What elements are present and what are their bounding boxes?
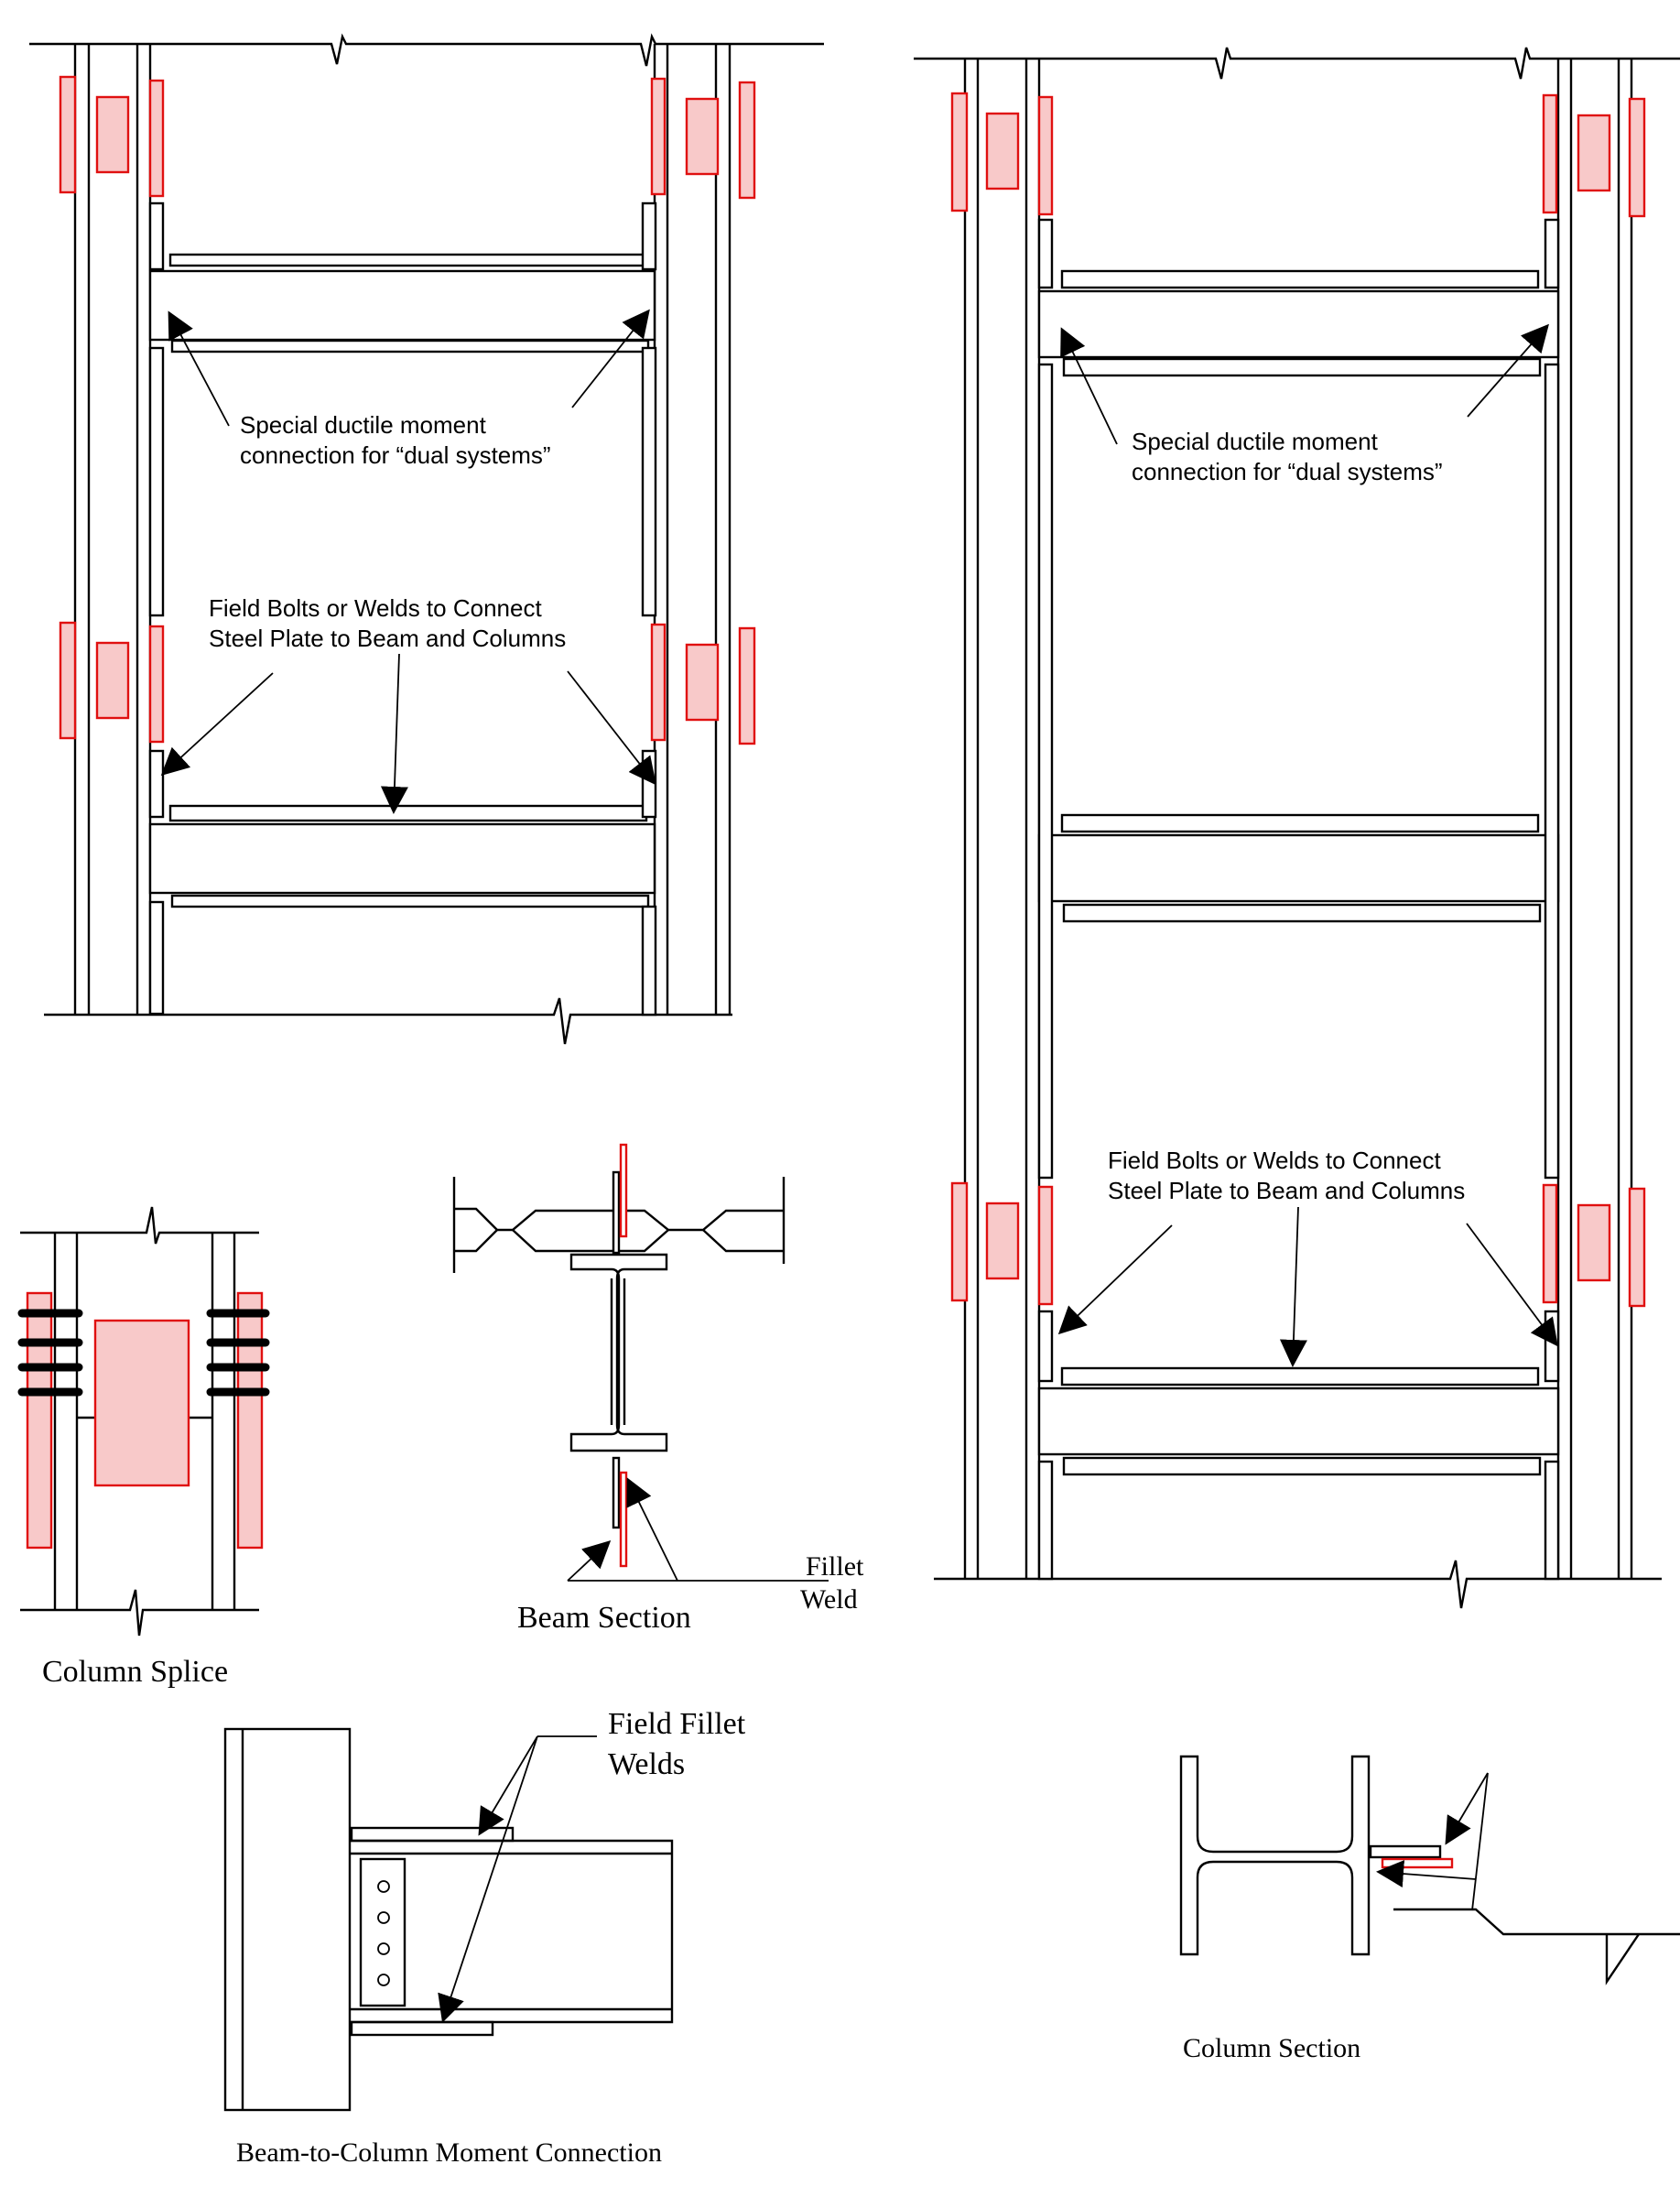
left-frame-fish-plates — [148, 201, 657, 1017]
column-splice-web-plate — [93, 1319, 190, 1487]
left-frame-left-column — [73, 44, 152, 1015]
column-splice-bottom-break — [20, 1589, 259, 1637]
right-frame-field-arrow-right — [1466, 1223, 1558, 1347]
right-frame-moment-label-line2: connection for “dual systems” — [1132, 458, 1443, 485]
column-section-weld-arrow-top — [1445, 1772, 1489, 1845]
field-fillet-welds-label-line2: Welds — [608, 1747, 685, 1781]
connection-top-flange-plate — [350, 1826, 515, 1843]
left-frame-elevation: Special ductile moment connection for “d… — [29, 33, 824, 1045]
column-section-weld-arrow-bottom — [1376, 1860, 1477, 1887]
left-frame-bottom-break-line — [44, 997, 732, 1045]
left-frame-splice-plates — [59, 75, 756, 745]
column-splice-right-flange-plate — [236, 1291, 264, 1550]
fillet-weld-label-line2: Weld — [800, 1584, 858, 1615]
column-section-red-plate — [1381, 1857, 1454, 1869]
beam-section-upper-red-plate — [619, 1143, 628, 1238]
beam-to-column-caption: Beam-to-Column Moment Connection — [236, 2137, 662, 2168]
right-frame-right-column — [1556, 59, 1633, 1579]
left-frame-field-label-line1: Field Bolts or Welds to Connect — [209, 594, 542, 622]
connection-bottom-flange-plate — [350, 2020, 494, 2037]
beam-section-caption: Beam Section — [517, 1601, 691, 1635]
field-fillet-welds-label-line1: Field Fillet — [608, 1707, 746, 1741]
column-section-plate — [1369, 1844, 1442, 1859]
right-frame-bottom-break-line — [934, 1560, 1662, 1609]
left-frame-top-break-line — [29, 33, 824, 67]
left-frame-moment-label-line2: connection for “dual systems” — [240, 441, 551, 469]
right-frame-upper-beam — [1037, 269, 1560, 377]
left-frame-field-arrow-left — [160, 672, 274, 777]
right-frame-field-arrow-left — [1057, 1224, 1173, 1335]
column-splice-top-break — [20, 1206, 259, 1245]
column-section-caption: Column Section — [1183, 2033, 1360, 2063]
right-frame-elevation: Special ductile moment connection for “d… — [914, 47, 1680, 1609]
beam-section-detail: Fillet Weld Beam Section — [452, 1143, 864, 1635]
right-frame-top-break-line — [914, 47, 1680, 80]
connection-bolts — [377, 1880, 390, 1986]
beam-section-i-beam — [569, 1253, 668, 1452]
left-frame-moment-label-line1: Special ductile moment — [240, 411, 487, 439]
right-frame-splice-plates — [950, 92, 1646, 1308]
beam-section-upper-plate — [612, 1170, 621, 1255]
right-frame-field-arrow-middle — [1279, 1206, 1307, 1367]
beam-section-deck-top — [454, 1207, 784, 1232]
column-splice-left-flange-plate — [26, 1291, 53, 1550]
right-frame-left-column — [963, 59, 1041, 1579]
connection-beam — [350, 1839, 674, 2024]
column-splice-detail: Column Splice — [17, 1206, 270, 1689]
left-frame-moment-arrow-left — [168, 310, 230, 427]
left-frame-moment-arrow-right — [571, 309, 650, 408]
right-frame-moment-arrow-right — [1467, 323, 1549, 418]
beam-section-lower-red-plate — [619, 1471, 628, 1568]
connection-column — [223, 1727, 352, 2112]
right-frame-moment-arrow-left — [1060, 327, 1118, 445]
column-splice-bolts — [17, 1309, 270, 1397]
column-splice-caption: Column Splice — [42, 1655, 228, 1689]
left-frame-right-column — [653, 44, 732, 1015]
column-section-h-shape — [1179, 1755, 1371, 1956]
right-frame-middle-beam — [1037, 813, 1560, 923]
right-frame-lower-beam — [1037, 1366, 1560, 1476]
right-frame-moment-label-line1: Special ductile moment — [1132, 428, 1379, 455]
left-frame-lower-beam — [148, 804, 656, 908]
left-frame-upper-beam — [148, 253, 656, 353]
connection-shear-tab — [359, 1857, 406, 2007]
column-section-deck-line — [1393, 1908, 1680, 1936]
column-section-detail: Column Section — [1179, 1755, 1680, 2063]
beam-section-lower-plate — [612, 1456, 621, 1529]
right-frame-field-label-line2: Steel Plate to Beam and Columns — [1108, 1177, 1465, 1204]
left-frame-field-label-line2: Steel Plate to Beam and Columns — [209, 625, 566, 652]
left-frame-field-arrow-right — [567, 670, 656, 786]
beam-to-column-connection-detail: Field Fillet Welds Beam-to-Column Moment… — [223, 1707, 746, 2168]
right-frame-fish-plates — [1037, 218, 1560, 1581]
fillet-weld-label-line1: Fillet — [806, 1551, 864, 1582]
left-frame-field-arrow-middle — [380, 653, 408, 814]
right-frame-field-label-line1: Field Bolts or Welds to Connect — [1108, 1147, 1441, 1174]
